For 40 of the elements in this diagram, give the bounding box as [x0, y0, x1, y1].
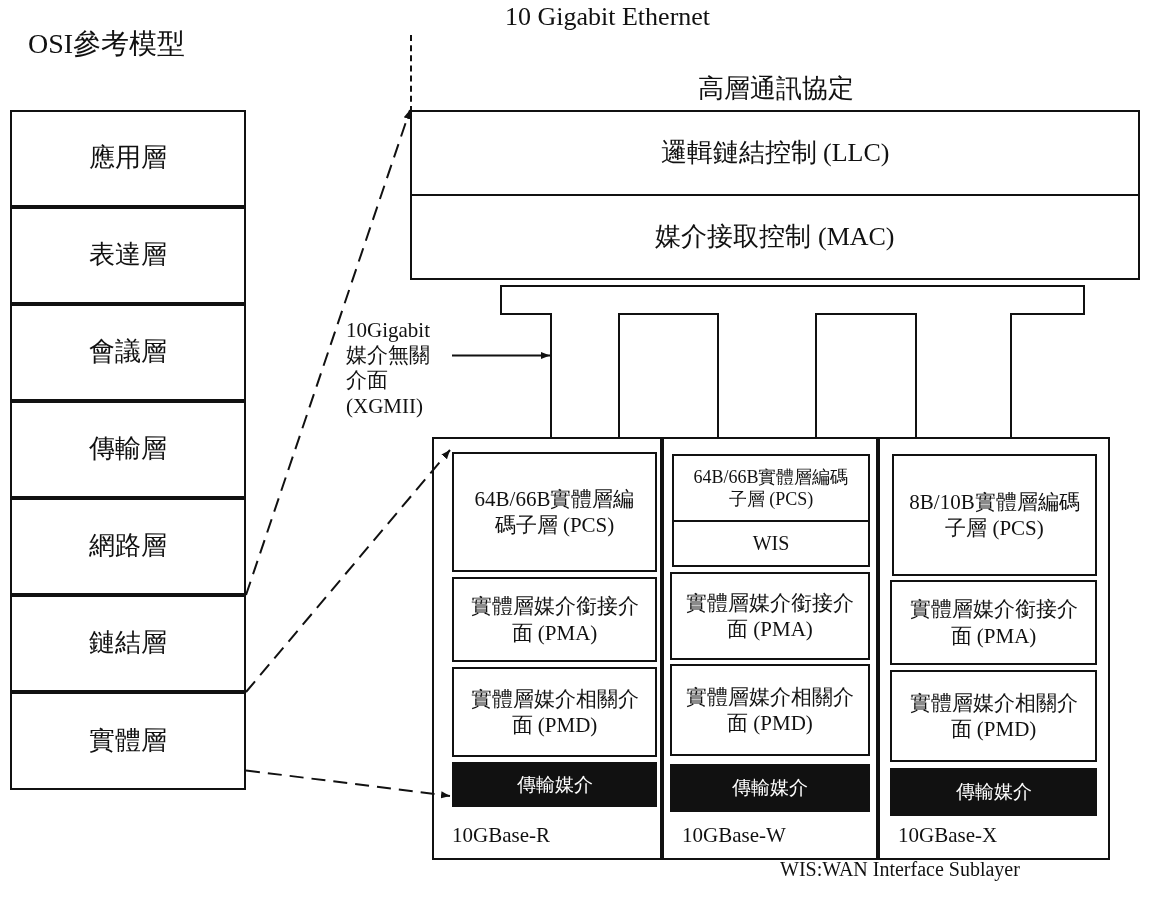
stack-heading: OSI參考模型 — [28, 27, 186, 61]
layer-box: 實體層媒介銜接介面 (PMA) — [670, 572, 870, 660]
arrow — [245, 109, 411, 596]
layer-box: 傳輸層 — [10, 401, 246, 498]
layer-box: 實體層 — [10, 692, 246, 790]
layer-box: 會議層 — [10, 304, 246, 401]
interface-bar — [500, 285, 1085, 315]
layer-box: 表達層 — [10, 207, 246, 304]
layer-box: 實體層媒介相關介面 (PMD) — [452, 667, 657, 757]
layer-box: 網路層 — [10, 498, 246, 595]
medium-block: 傳輸媒介 — [452, 762, 657, 807]
phy-group-box — [662, 437, 878, 860]
interface-column — [915, 313, 1012, 439]
phy-group-box — [878, 437, 1110, 860]
layer-box: 實體層媒介相關介面 (PMD) — [670, 664, 870, 756]
layer-box: 64B/66B實體層編碼子層 (PCS) — [452, 452, 657, 572]
phy-type-label: 10GBase-R — [452, 823, 550, 848]
layer-box: 64B/66B實體層編碼子層 (PCS) — [672, 454, 870, 522]
layer-box: 鏈結層 — [10, 595, 246, 692]
phy-group-box — [432, 437, 662, 860]
footnote: WIS:WAN Interface Sublayer — [780, 858, 1020, 881]
arrow — [451, 351, 551, 360]
arrow — [245, 449, 451, 693]
interface-label: 10Gigabit 媒介無關介面 (XGMII) — [346, 318, 442, 443]
phy-type-label: 10GBase-W — [682, 823, 786, 848]
layer-box: 實體層媒介銜接介面 (PMA) — [890, 580, 1097, 665]
phy-type-label: 10GBase-X — [898, 823, 998, 848]
arrow — [245, 769, 451, 799]
medium-block: 傳輸媒介 — [890, 768, 1097, 816]
layer-box: WIS — [672, 520, 870, 567]
stack-heading: 10 Gigabit Ethernet — [505, 2, 711, 32]
layer-box: 邏輯鏈結控制 (LLC) — [410, 110, 1140, 196]
interface-column — [550, 313, 620, 439]
medium-block: 傳輸媒介 — [670, 764, 870, 812]
layer-box: 應用層 — [10, 110, 246, 207]
layer-box: 媒介接取控制 (MAC) — [410, 194, 1140, 280]
layer-box: 實體層媒介相關介面 (PMD) — [890, 670, 1097, 762]
layer-box: 8B/10B實體層編碼子層 (PCS) — [892, 454, 1097, 576]
interface-column — [717, 313, 817, 439]
layer-box: 實體層媒介銜接介面 (PMA) — [452, 577, 657, 662]
